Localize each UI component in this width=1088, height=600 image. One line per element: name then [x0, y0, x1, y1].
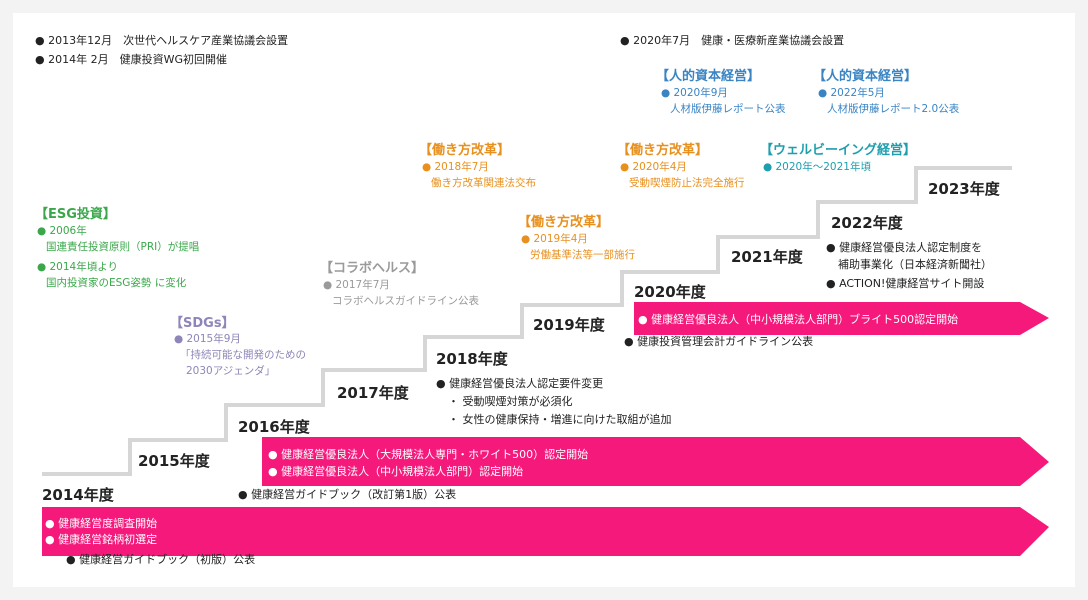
note-2020-council: ● 2020年7月 健康・医療新産業協議会設置	[620, 34, 845, 47]
diagram-card	[13, 13, 1075, 587]
note-2022-action-site: ● ACTION!健康経営サイト開設	[826, 277, 985, 290]
note-2018-women: ・ 女性の健康保持・増進に向けた取組が追加	[448, 413, 672, 426]
note-2014-wg: ● 2014年 2月 健康投資WG初回開催	[35, 53, 227, 66]
collabo-heading: 【コラボヘルス】	[320, 261, 425, 276]
year-2020: 2020年度	[634, 283, 706, 301]
work-reform-2018-line1: ● 2018年7月	[422, 161, 489, 173]
arrow-bar-2016	[262, 437, 1049, 486]
work-reform-2019-line1: ● 2019年4月	[521, 233, 588, 245]
work-reform-2018-line2: 働き方改革関連法交布	[431, 177, 536, 189]
note-2020-accounting: ● 健康投資管理会計ガイドライン公表	[624, 335, 814, 348]
note-2013: ● 2013年12月 次世代ヘルスケア産業協議会設置	[35, 34, 289, 47]
sdgs-line3: 2030アジェンダ」	[186, 365, 276, 377]
human-capital-2020-heading: 【人的資本経営】	[656, 69, 761, 84]
collabo-line2: コラボヘルスガイドライン公表	[332, 295, 479, 307]
arrow-bar-2020	[634, 302, 1049, 335]
work-reform-2018-heading: 【働き方改革】	[419, 143, 511, 158]
human-capital-2022-line2: 人材版伊藤レポート2.0公表	[827, 103, 960, 115]
note-2022-nikkei: 補助事業化（日本経済新聞社）	[838, 258, 992, 271]
esg-line3: ● 2014年頃より	[37, 261, 119, 273]
human-capital-2020-line1: ● 2020年9月	[661, 87, 728, 99]
note-2018-requirements: ● 健康経営優良法人認定要件変更	[436, 377, 604, 390]
human-capital-2020-line2: 人材版伊藤レポート公表	[670, 103, 786, 115]
year-2015: 2015年度	[138, 452, 210, 470]
work-reform-2019-heading: 【働き方改革】	[518, 215, 610, 230]
sdgs-heading: 【SDGs】	[170, 316, 235, 331]
human-capital-2022-heading: 【人的資本経営】	[813, 69, 918, 84]
bar-2014-line1: ● 健康経営度調査開始	[45, 517, 158, 530]
sdgs-line2: 「持続可能な開発のための	[180, 349, 306, 361]
bar-2014-line2: ● 健康経営銘柄初選定	[45, 533, 158, 546]
esg-line2: 国連責任投資原則（PRI）が提唱	[46, 241, 200, 253]
esg-line1: ● 2006年	[37, 225, 87, 237]
work-reform-2020-heading: 【働き方改革】	[617, 143, 709, 158]
year-2019: 2019年度	[533, 316, 605, 334]
note-guidebook-first: ● 健康経営ガイドブック（初版）公表	[66, 553, 256, 566]
note-2022-subsidy: ● 健康経営優良法人認定制度を	[826, 241, 983, 254]
year-2017: 2017年度	[337, 384, 409, 402]
bar-2016-line1: ● 健康経営優良法人（大規模法人専門・ホワイト500）認定開始	[268, 448, 589, 461]
esg-line4: 国内投資家のESG姿勢 に変化	[46, 277, 187, 289]
year-2018: 2018年度	[436, 350, 508, 368]
year-2021: 2021年度	[731, 248, 803, 266]
note-guidebook-rev1: ● 健康経営ガイドブック（改訂第1版）公表	[238, 488, 457, 501]
work-reform-2019-line2: 労働基準法等一部施行	[530, 249, 635, 261]
esg-heading: 【ESG投資】	[35, 207, 116, 222]
wellbeing-heading: 【ウェルビーイング経営】	[760, 143, 917, 158]
bar-2020-line1: ● 健康経営優良法人（中小規模法人部門）ブライト500認定開始	[638, 313, 959, 326]
note-2018-smoking: ・ 受動喫煙対策が必須化	[448, 395, 573, 408]
wellbeing-line1: ● 2020年～2021年頃	[763, 161, 871, 173]
work-reform-2020-line1: ● 2020年4月	[620, 161, 687, 173]
year-2014: 2014年度	[42, 486, 114, 504]
arrow-bar-2014	[42, 507, 1049, 556]
year-2022: 2022年度	[831, 214, 903, 232]
work-reform-2020-line2: 受動喫煙防止法完全施行	[629, 177, 745, 189]
collabo-line1: ● 2017年7月	[323, 279, 390, 291]
human-capital-2022-line1: ● 2022年5月	[818, 87, 885, 99]
bar-2016-line2: ● 健康経営優良法人（中小規模法人部門）認定開始	[268, 465, 524, 478]
year-2016: 2016年度	[238, 418, 310, 436]
year-2023: 2023年度	[928, 180, 1000, 198]
sdgs-line1: ● 2015年9月	[174, 333, 241, 345]
